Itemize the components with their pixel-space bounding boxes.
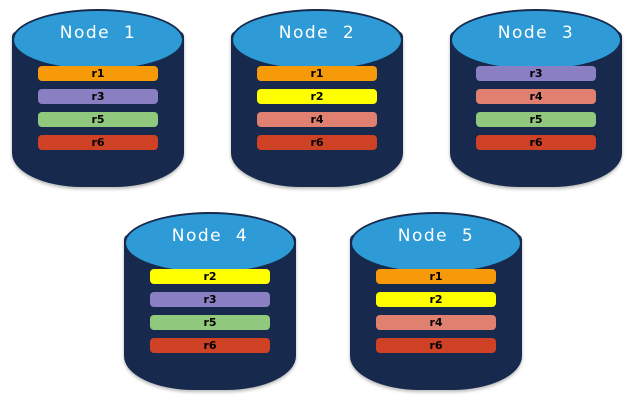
- replica-bar[interactable]: r2: [376, 292, 496, 307]
- replica-bar[interactable]: r2: [150, 269, 270, 284]
- replica-list: r3 r4 r5 r6: [476, 66, 596, 150]
- replica-bar[interactable]: r6: [38, 135, 158, 150]
- replica-bar[interactable]: r3: [476, 66, 596, 81]
- node-label: Node 5: [397, 226, 475, 246]
- database-node-5[interactable]: Node 5 r1 r2 r4 r6: [350, 212, 522, 390]
- replica-bar[interactable]: r3: [38, 89, 158, 104]
- database-node-1[interactable]: Node 1 r1 r3 r5 r6: [12, 9, 184, 187]
- replica-bar[interactable]: r4: [476, 89, 596, 104]
- database-node-2[interactable]: Node 2 r1 r2 r4 r6: [231, 9, 403, 187]
- node-label: Node 2: [278, 23, 356, 43]
- replica-bar[interactable]: r3: [150, 292, 270, 307]
- node-label: Node 4: [171, 226, 249, 246]
- replica-bar[interactable]: r4: [257, 112, 377, 127]
- replica-bar[interactable]: r5: [150, 315, 270, 330]
- replica-bar[interactable]: r4: [376, 315, 496, 330]
- replica-bar[interactable]: r2: [257, 89, 377, 104]
- replica-bar[interactable]: r6: [476, 135, 596, 150]
- replica-bar[interactable]: r6: [150, 338, 270, 353]
- replica-bar[interactable]: r1: [38, 66, 158, 81]
- replica-list: r1 r2 r4 r6: [257, 66, 377, 150]
- database-node-4[interactable]: Node 4 r2 r3 r5 r6: [124, 212, 296, 390]
- cylinder-top-ellipse: [12, 9, 184, 71]
- replica-list: r1 r2 r4 r6: [376, 269, 496, 353]
- replica-bar[interactable]: r5: [38, 112, 158, 127]
- replica-bar[interactable]: r1: [376, 269, 496, 284]
- database-node-3[interactable]: Node 3 r3 r4 r5 r6: [450, 9, 622, 187]
- node-label: Node 3: [497, 23, 575, 43]
- replica-list: r2 r3 r5 r6: [150, 269, 270, 353]
- replica-list: r1 r3 r5 r6: [38, 66, 158, 150]
- replica-bar[interactable]: r6: [376, 338, 496, 353]
- replica-bar[interactable]: r5: [476, 112, 596, 127]
- cylinder-top-ellipse: [350, 212, 522, 274]
- replica-bar[interactable]: r6: [257, 135, 377, 150]
- node-label: Node 1: [59, 23, 137, 43]
- replica-bar[interactable]: r1: [257, 66, 377, 81]
- cylinder-top-ellipse: [231, 9, 403, 71]
